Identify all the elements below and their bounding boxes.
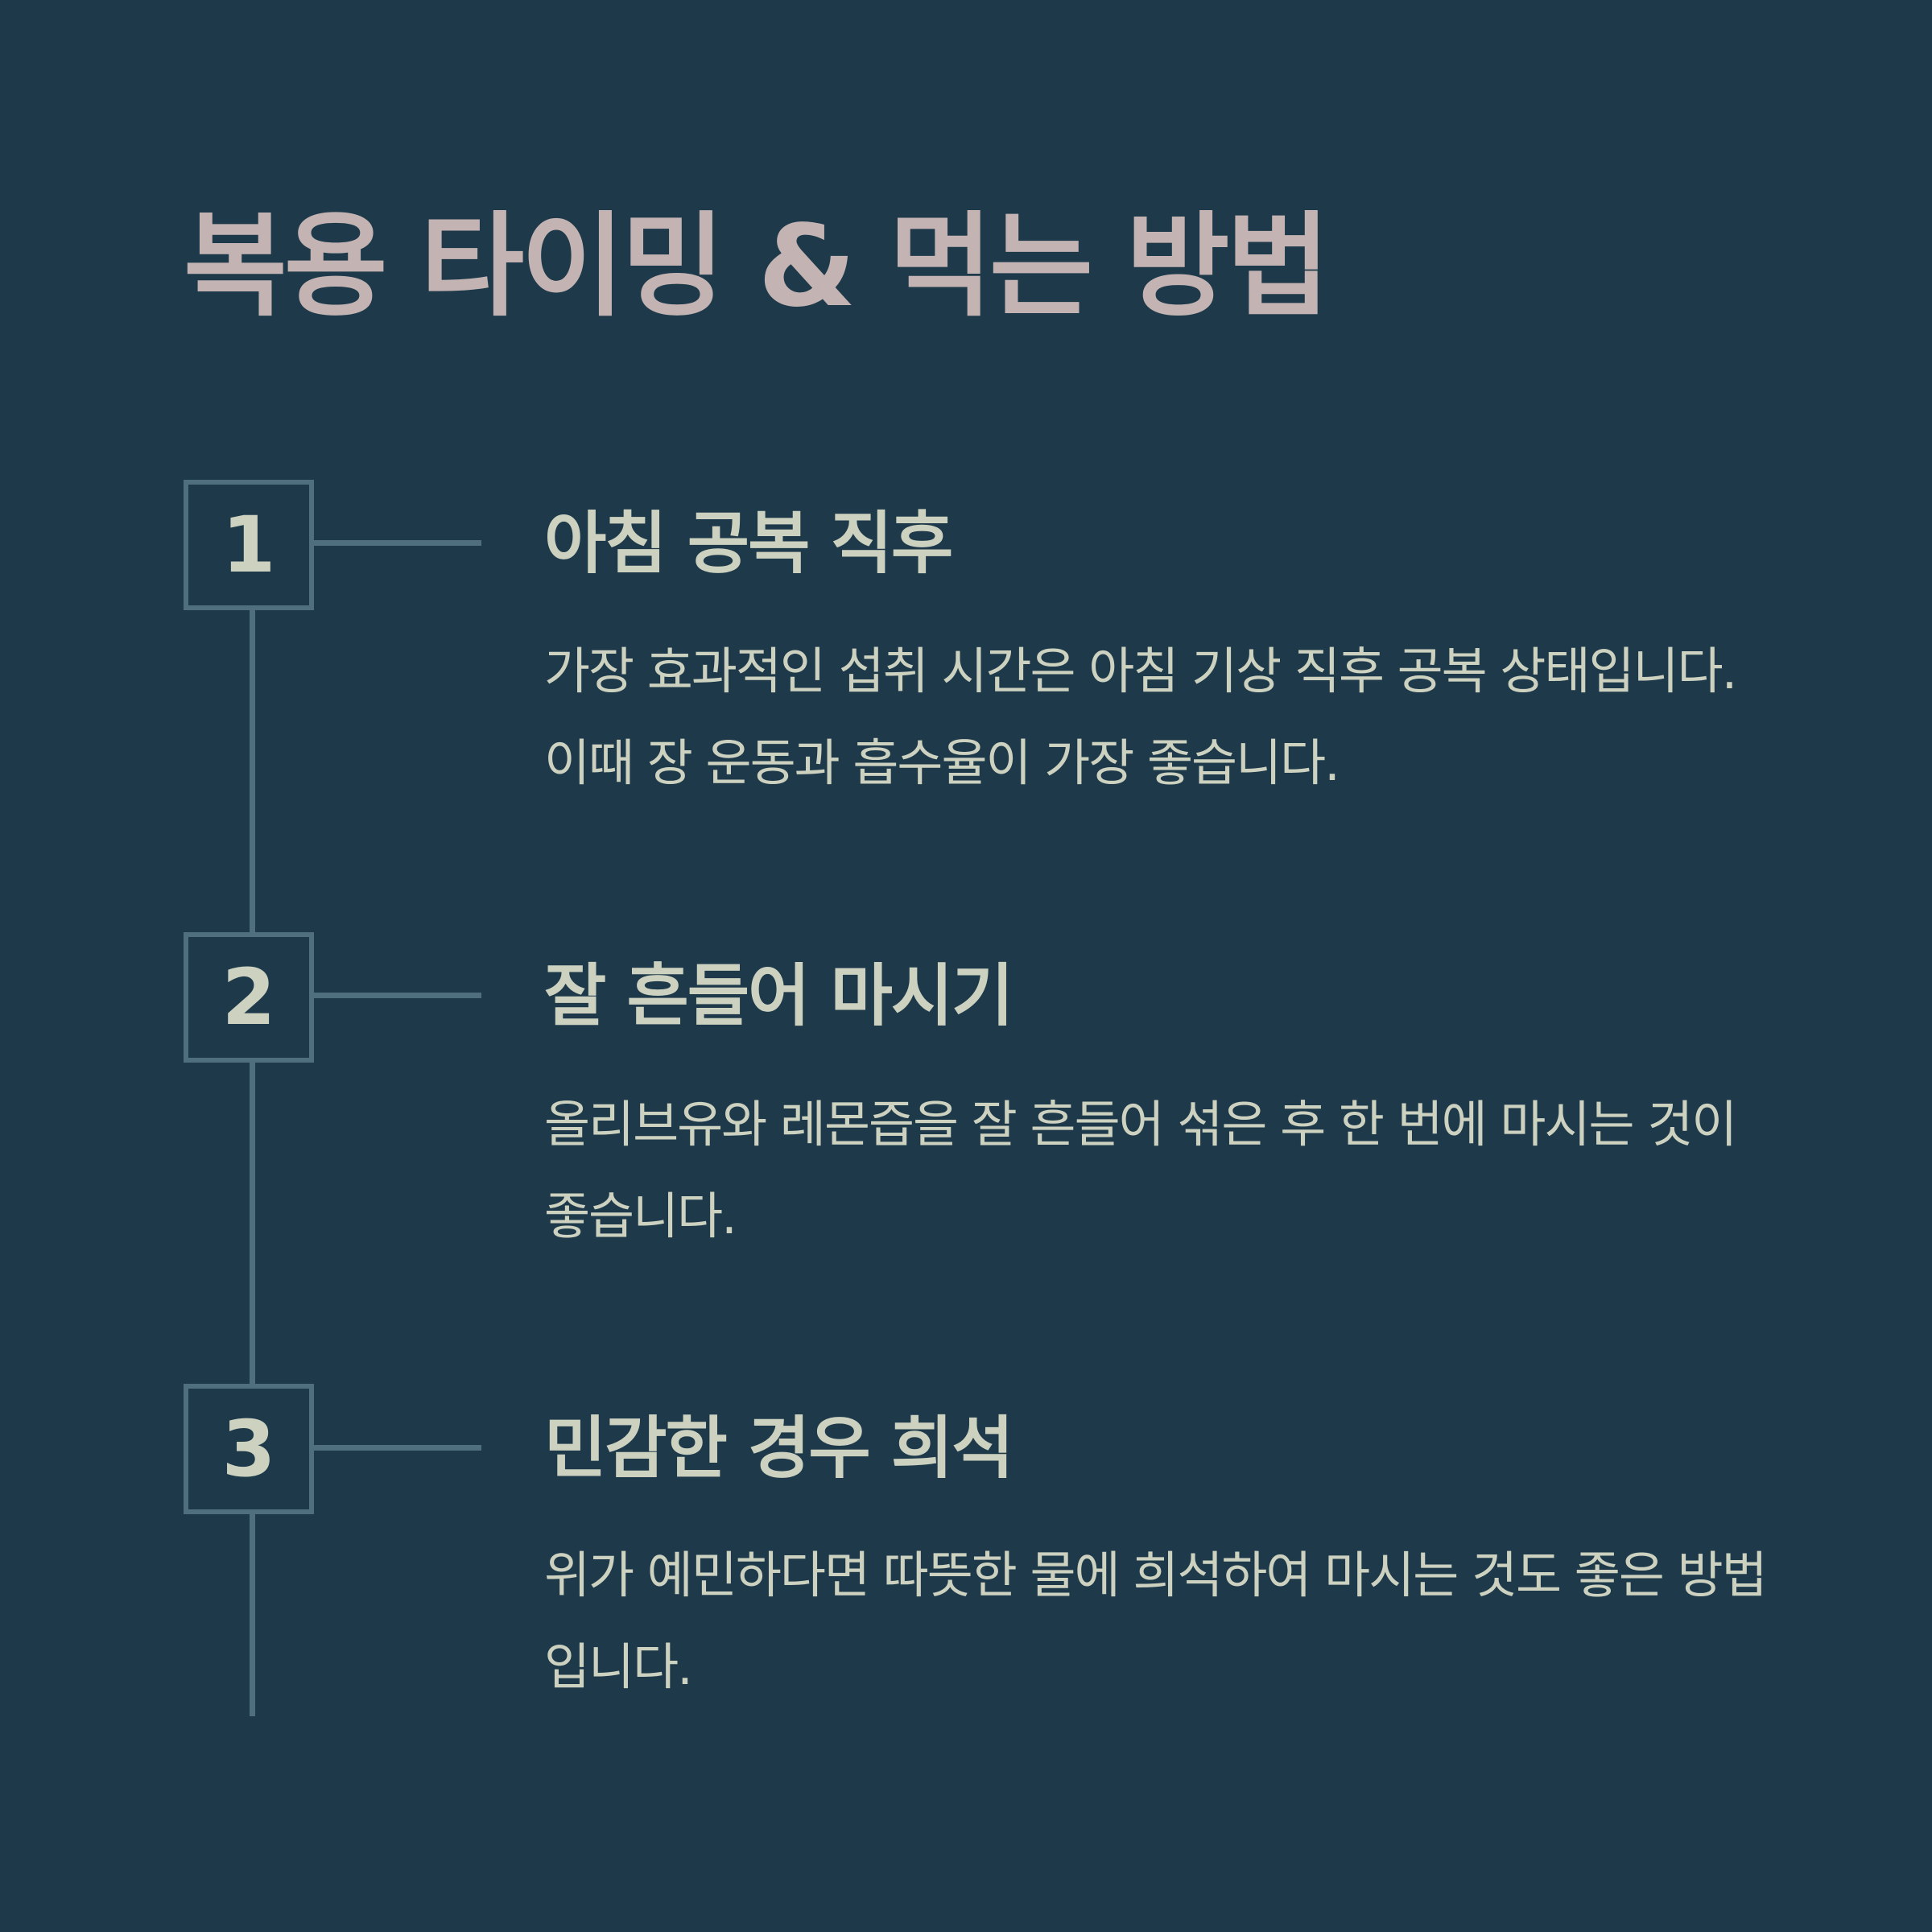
step-3-number-box: 3 <box>184 1384 314 1514</box>
timeline-line <box>250 605 255 1716</box>
step-1-title: 아침 공복 직후 <box>544 504 953 583</box>
step-3-number: 3 <box>221 1404 276 1494</box>
step-3-connector <box>314 1445 481 1451</box>
step-2-number: 2 <box>221 952 276 1042</box>
step-2-number-box: 2 <box>184 932 314 1063</box>
step-1-description: 가장 효과적인 섭취 시간은 아침 기상 직후 공복 상태입니다. 이때 장 운… <box>544 642 1737 792</box>
step-1-number: 1 <box>221 500 276 590</box>
page-title: 복용 타이밍 & 먹는 방법 <box>184 201 1330 332</box>
step-2-description: 올리브유와 레몬즙을 잘 흔들어 섞은 후 한 번에 마시는 것이 좋습니다. <box>544 1095 1737 1245</box>
step-1-connector <box>314 540 481 546</box>
step-1-number-box: 1 <box>184 480 314 610</box>
step-3-description: 위가 예민하다면 따뜻한 물에 희석하여 마시는 것도 좋은 방법입니다. <box>544 1546 1768 1696</box>
step-2-connector <box>314 993 481 998</box>
step-2-title: 잘 흔들어 마시기 <box>544 956 1013 1035</box>
step-3-title: 민감한 경우 희석 <box>544 1409 1013 1488</box>
